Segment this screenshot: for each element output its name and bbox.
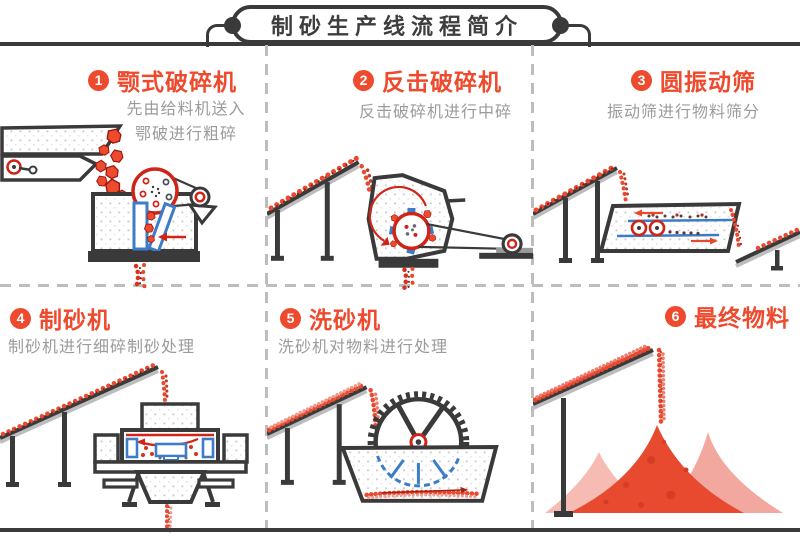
section-step-1: 1 颚式破碎机 先由给料机送入 鄂破进行粗碎 xyxy=(0,45,267,290)
step-2-description: 反击破碎机进行中碎 xyxy=(359,104,513,121)
section-step-2: 2 反击破碎机 反击破碎机进行中碎 xyxy=(267,45,533,290)
sand-washer-illustration xyxy=(267,380,499,503)
step-6-title: 最终物料 xyxy=(694,305,790,331)
step-3-title: 圆振动筛 xyxy=(660,69,756,95)
step-4-description: 制砂机进行细碎制砂处理 xyxy=(8,339,196,356)
step-1-title: 颚式破碎机 xyxy=(117,69,237,95)
step-5-description: 洗砂机对物料进行处理 xyxy=(278,339,449,356)
step-1-description: 先由给料机送入 鄂破进行粗碎 xyxy=(126,101,246,143)
step-4-heading: 4 制砂机 xyxy=(10,301,111,335)
step-5-heading: 5 洗砂机 xyxy=(280,301,381,335)
step-2-heading: 2 反击破碎机 xyxy=(353,63,502,97)
step-6-heading: 6 最终物料 xyxy=(665,299,790,333)
step-3-badge: 3 xyxy=(631,69,652,91)
pill-dot-left xyxy=(224,17,241,34)
step-2-badge: 2 xyxy=(353,69,374,91)
pill-connector-left xyxy=(206,24,231,47)
step-3-description: 振动筛进行物料筛分 xyxy=(607,104,761,121)
title-pill: 制砂生产线流程简介 xyxy=(231,5,563,44)
step-1-badge: 1 xyxy=(88,69,109,91)
section-step-4: 4 制砂机 制砂机进行细碎制砂处理 xyxy=(0,285,267,538)
vibrating-screen-illustration xyxy=(533,163,800,271)
section-step-5: 5 洗砂机 洗砂机对物料进行处理 xyxy=(267,285,533,538)
step-5-title: 洗砂机 xyxy=(309,307,381,333)
section-step-6: 6 最终物料 xyxy=(533,285,800,538)
final-material-illustration xyxy=(533,343,783,517)
jaw-crusher-illustration xyxy=(0,124,218,290)
pill-connector-right xyxy=(566,24,591,47)
step-2-title: 反击破碎机 xyxy=(382,69,502,95)
pill-dot-right xyxy=(552,17,569,34)
ground-rule xyxy=(0,528,800,532)
step-3-heading: 3 圆振动筛 xyxy=(631,63,756,97)
step-1-heading: 1 颚式破碎机 xyxy=(88,63,237,97)
row-divider xyxy=(0,284,800,287)
section-step-3: 3 圆振动筛 振动筛进行物料筛分 xyxy=(533,45,800,285)
impact-crusher-illustration xyxy=(267,155,533,290)
step-6-badge: 6 xyxy=(665,305,686,327)
sand-maker-illustration xyxy=(0,361,249,534)
top-rule xyxy=(0,42,800,46)
page-title: 制砂生产线流程简介 xyxy=(270,13,523,39)
step-5-badge: 5 xyxy=(280,307,301,329)
step-4-title: 制砂机 xyxy=(39,307,111,333)
step-4-badge: 4 xyxy=(10,307,31,329)
